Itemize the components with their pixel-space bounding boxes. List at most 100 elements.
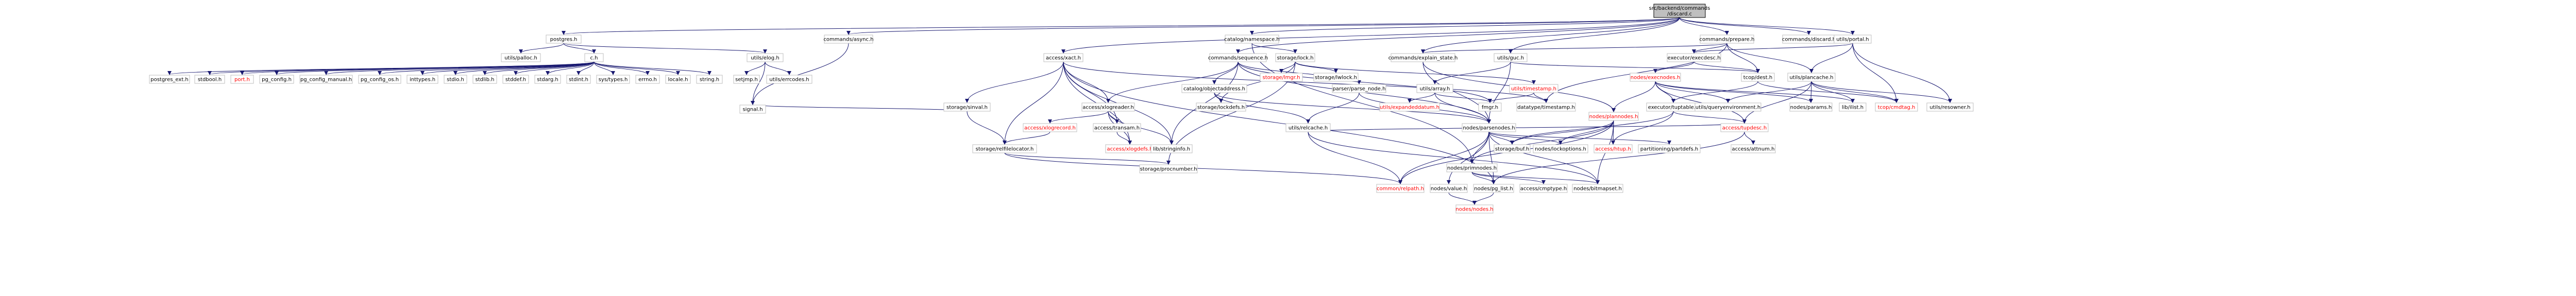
graph-node-commands-discard-h[interactable]: commands/discard.h — [1782, 34, 1836, 44]
graph-node-access-xlogreader-h[interactable]: access/xlogreader.h — [1081, 102, 1135, 112]
graph-node-sys-types-h[interactable]: sys/types.h — [596, 75, 630, 84]
graph-node-storage-lmgr-h[interactable]: storage/lmgr.h — [1260, 73, 1303, 82]
edge-c-h-to-string-h — [594, 61, 711, 75]
graph-node-string-h[interactable]: string.h — [696, 75, 723, 84]
graph-node-storage-procnumber-h[interactable]: storage/procnumber.h — [1139, 164, 1198, 173]
graph-node-utils-errcodes-h[interactable]: utils/errcodes.h — [766, 75, 812, 84]
graph-node-c-h[interactable]: c.h — [584, 53, 604, 62]
graph-node-fmgr-h[interactable]: fmgr.h — [1478, 102, 1502, 112]
graph-node-box — [972, 144, 1037, 153]
edge-nodes-execnodes-h-to-nodes-plannodes-h — [1612, 81, 1656, 112]
graph-node-storage-buf-h[interactable]: storage/buf.h — [1494, 144, 1531, 153]
graph-node-errno-h[interactable]: errno.h — [635, 75, 660, 84]
graph-node-utils-array-h[interactable]: utils/array.h — [1416, 84, 1453, 93]
graph-node-pg-config-os-h[interactable]: pg_config_os.h — [358, 75, 401, 84]
graph-node-commands-async-h[interactable]: commands/async.h — [823, 34, 874, 44]
graph-node-storage-relfilelocator-h[interactable]: storage/relfilelocator.h — [972, 144, 1037, 153]
graph-node-stdint-h[interactable]: stdint.h — [566, 75, 591, 84]
graph-node-nodes-execnodes-h[interactable]: nodes/execnodes.h — [1630, 73, 1681, 82]
graph-node-nodes-pg-list-h[interactable]: nodes/pg_list.h — [1473, 184, 1514, 193]
graph-node-box — [502, 75, 529, 84]
graph-node-storage-sinval-h[interactable]: storage/sinval.h — [943, 102, 991, 112]
graph-node-box — [1516, 102, 1576, 112]
graph-node-port-h[interactable]: port.h — [230, 75, 254, 84]
graph-node-utils-plancache-h[interactable]: utils/plancache.h — [1787, 73, 1836, 82]
graph-node-access-cmptype-h[interactable]: access/cmptype.h — [1519, 184, 1568, 193]
graph-node-storage-lwlock-h[interactable]: storage/lwlock.h — [1313, 73, 1359, 82]
graph-node-postgres-h[interactable]: postgres.h — [546, 34, 582, 44]
graph-node-box — [1462, 123, 1516, 132]
edge-utils-plancache-h-to-utils-resowner-h — [1811, 81, 1952, 103]
graph-node-datatype-timestamp-h[interactable]: datatype/timestamp.h — [1516, 102, 1576, 112]
graph-node-utils-palloc-h[interactable]: utils/palloc.h — [501, 53, 541, 62]
graph-node-nodes-bitmapset-h[interactable]: nodes/bitmapset.h — [1572, 184, 1623, 193]
graph-node-access-transam-h[interactable]: access/transam.h — [1093, 123, 1141, 132]
graph-node-label: storage/lmgr.h — [1263, 75, 1300, 81]
graph-node-catalog-namespace-h[interactable]: catalog/namespace.h — [1224, 34, 1280, 44]
graph-node-utils-queryenvironment-h[interactable]: utils/queryenvironment.h — [1694, 102, 1761, 112]
graph-node-stdlib-h[interactable]: stdlib.h — [472, 75, 497, 84]
graph-node-commands-explain-state-h[interactable]: commands/explain_state.h — [1388, 53, 1458, 62]
graph-node-utils-timestamp-h[interactable]: utils/timestamp.h — [1509, 84, 1558, 93]
graph-node-box — [1150, 144, 1193, 153]
graph-node-box — [1694, 102, 1761, 112]
graph-node-parser-parse-node-h[interactable]: parser/parse_node.h — [1332, 84, 1386, 93]
graph-node-label: storage/procnumber.h — [1140, 167, 1197, 172]
graph-node-catalog-objectaddress-h[interactable]: catalog/objectaddress.h — [1181, 84, 1247, 93]
graph-node-access-xlogdefs-h[interactable]: access/xlogdefs.h — [1105, 144, 1155, 153]
graph-node-nodes-value-h[interactable]: nodes/value.h — [1430, 184, 1468, 193]
edge-utils-relcache-h-to-access-tupdesc-h — [1308, 123, 1747, 132]
graph-node-label: string.h — [700, 77, 719, 83]
graph-node-locale-h[interactable]: locale.h — [665, 75, 691, 84]
graph-node-box — [1787, 73, 1836, 82]
graph-node-utils-resowner-h[interactable]: utils/resowner.h — [1926, 102, 1974, 112]
graph-node-signal-h[interactable]: signal.h — [739, 105, 766, 114]
graph-node-label: utils/palloc.h — [504, 56, 537, 61]
graph-node-label: utils/errcodes.h — [769, 77, 809, 83]
graph-node-access-tupdesc-h[interactable]: access/tupdesc.h — [1720, 123, 1769, 132]
graph-node-executor-tuptable-h[interactable]: executor/tuptable.h — [1646, 102, 1701, 112]
graph-node-commands-prepare-h[interactable]: commands/prepare.h — [1700, 34, 1755, 44]
graph-node-setjmp-h[interactable]: setjmp.h — [733, 75, 760, 84]
graph-node-utils-relcache-h[interactable]: utils/relcache.h — [1285, 123, 1331, 132]
graph-node-stdbool-h[interactable]: stdbool.h — [194, 75, 225, 84]
graph-node-lib-stringinfo-h[interactable]: lib/stringinfo.h — [1150, 144, 1193, 153]
edge-nodes-parsenodes-h-to-partitioning-partdefs-h — [1488, 131, 1671, 145]
graph-node-stddef-h[interactable]: stddef.h — [502, 75, 529, 84]
graph-node-inttypes-h[interactable]: inttypes.h — [406, 75, 438, 84]
graph-node-storage-lockdefs-h[interactable]: storage/lockdefs.h — [1196, 102, 1246, 112]
graph-node-partitioning-partdefs-h[interactable]: partitioning/partdefs.h — [1638, 144, 1701, 153]
graph-node-pg-config-manual-h[interactable]: pg_config_manual.h — [299, 75, 353, 84]
edge-nodes-execnodes-h-to-access-tupdesc-h — [1655, 81, 1747, 124]
graph-node-postgres-ext-h[interactable]: postgres_ext.h — [149, 75, 190, 84]
graph-node-lib-ilist-h[interactable]: lib/ilist.h — [1839, 102, 1867, 112]
graph-node-nodes-plannodes-h[interactable]: nodes/plannodes.h — [1588, 112, 1639, 121]
graph-node-access-htup-h[interactable]: access/htup.h — [1594, 144, 1633, 153]
graph-node-nodes-nodes-h[interactable]: nodes/nodes.h — [1455, 204, 1494, 214]
graph-node-stdio-h[interactable]: stdio.h — [444, 75, 467, 84]
graph-node-nodes-primnodes-h[interactable]: nodes/primnodes.h — [1446, 163, 1498, 172]
graph-node-nodes-parsenodes-h[interactable]: nodes/parsenodes.h — [1462, 123, 1516, 132]
graph-node-stdarg-h[interactable]: stdarg.h — [534, 75, 561, 84]
graph-node-utils-guc-h[interactable]: utils/guc.h — [1494, 53, 1528, 62]
graph-node-access-xact-h[interactable]: access/xact.h — [1043, 53, 1083, 62]
graph-node-pg-config-h[interactable]: pg_config.h — [259, 75, 294, 84]
graph-node-utils-expandeddatum-h[interactable]: utils/expandeddatum.h — [1379, 102, 1440, 112]
graph-node-tcop-dest-h[interactable]: tcop/dest.h — [1741, 73, 1775, 82]
graph-node-access-attnum-h[interactable]: access/attnum.h — [1731, 144, 1776, 153]
graph-node-common-relpath-h[interactable]: common/relpath.h — [1376, 184, 1425, 193]
graph-node-nodes-lockoptions-h[interactable]: nodes/lockoptions.h — [1533, 144, 1588, 153]
graph-node-access-xlogrecord-h[interactable]: access/xlogrecord.h — [1023, 123, 1077, 132]
graph-node-storage-lock-h[interactable]: storage/lock.h — [1275, 53, 1315, 62]
graph-node-box — [1209, 53, 1267, 62]
graph-node-nodes-params-h[interactable]: nodes/params.h — [1789, 102, 1833, 112]
graph-node-utils-elog-h[interactable]: utils/elog.h — [747, 53, 784, 62]
graph-node-commands-sequence-h[interactable]: commands/sequence.h — [1208, 53, 1268, 62]
graph-node-tcop-cmdtag-h[interactable]: tcop/cmdtag.h — [1875, 102, 1918, 112]
edge-c-h-to-sys-types-h — [594, 61, 615, 75]
graph-node-box — [1875, 102, 1918, 112]
graph-node-utils-portal-h[interactable]: utils/portal.h — [1834, 34, 1872, 44]
graph-node-box — [1789, 102, 1833, 112]
graph-node-executor-execdesc-h[interactable]: executor/execdesc.h — [1667, 53, 1721, 62]
graph-node-box — [1519, 184, 1568, 193]
